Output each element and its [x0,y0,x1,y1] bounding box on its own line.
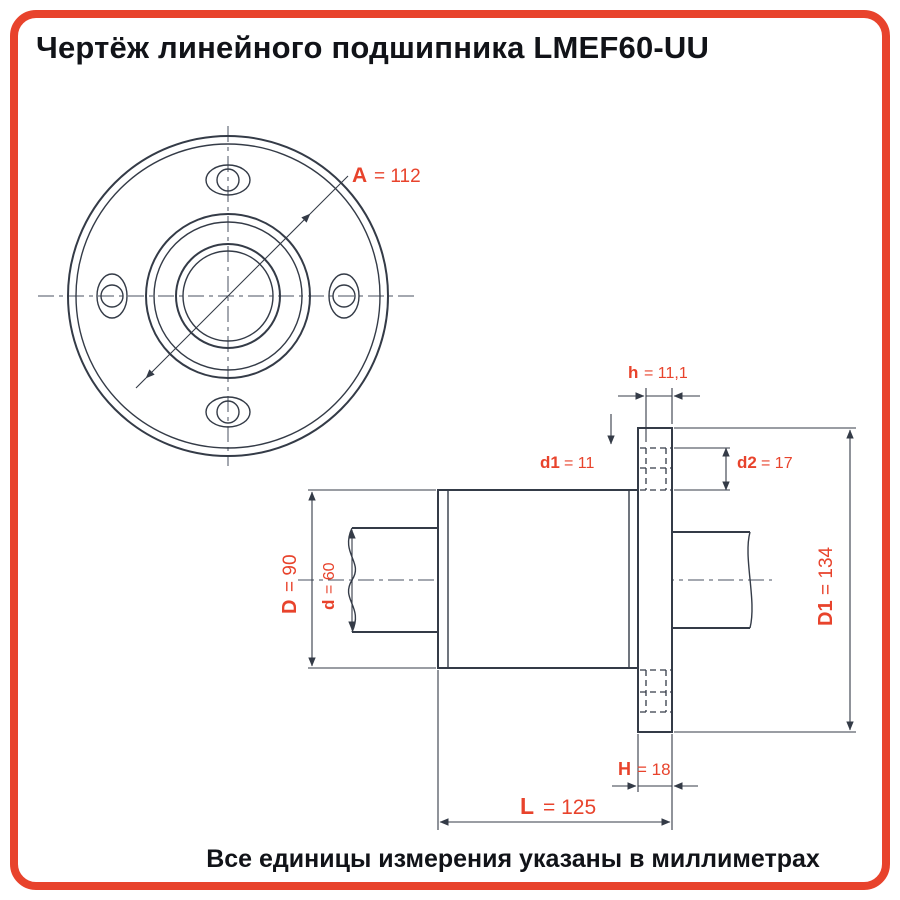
dimension-D1: D1 = 134 [674,427,856,733]
dim-d-letter: d [319,600,338,610]
page-title: Чертёж линейного подшипника LMEF60-UU [36,30,710,65]
dimension-H: H = 18 [612,734,698,830]
dim-D1-letter: D1 [815,600,837,626]
break-line-right [747,531,753,629]
shaft-stub [672,531,753,629]
dimension-d1: d1 = 11 [540,414,615,472]
dim-d1-letter: d1 [540,453,560,472]
bolt-hole-bottom [205,396,251,428]
flange-inner-edge-circle [75,143,381,449]
dimension-d: d = 60 [319,529,356,631]
bearing-body [437,489,639,669]
dimension-D: D = 90 [279,489,436,669]
dimension-A: A = 112 [135,164,421,389]
dim-L-value: = 125 [543,796,596,819]
bolt-hole-right [328,273,360,319]
dim-H-value: = 18 [637,760,671,779]
flange-hole-top-hidden [640,447,672,491]
front-view: A = 112 [38,126,421,466]
side-view: h = 11,1 d1 = 11 d2 = 17 [279,363,856,830]
bolt-hole-top [205,164,251,196]
dim-d2-letter: d2 [737,453,757,472]
flange-plate [637,427,673,733]
dim-L-letter: L [520,793,534,819]
dimension-h: h = 11,1 [618,363,700,442]
flange-outer-circle [67,135,389,457]
dim-A-value: = 112 [374,166,421,187]
dim-D1-value: = 134 [816,546,837,595]
dim-d2-value: = 17 [761,455,793,472]
dim-A-letter: A [352,164,367,187]
dimension-L: L = 125 [437,670,671,830]
dim-d1-value: = 11 [564,455,595,472]
dim-h-letter: h [628,363,638,382]
dim-H-letter: H [618,759,631,779]
flange-hole-bottom-hidden [640,669,672,713]
dim-D-value: = 90 [280,554,301,592]
bolt-hole-left [96,273,128,319]
dimension-d2: d2 = 17 [674,447,793,491]
units-note: Все единицы измерения указаны в миллимет… [206,845,820,873]
dim-h-value: = 11,1 [644,365,688,382]
dim-D-letter: D [279,600,301,614]
dim-d-value: = 60 [321,562,338,594]
